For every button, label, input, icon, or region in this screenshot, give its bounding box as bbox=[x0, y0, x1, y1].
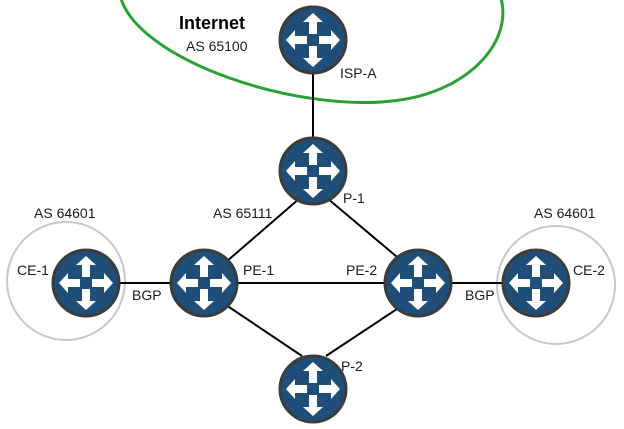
router-icon[interactable] bbox=[383, 248, 453, 318]
right-customer-as-label: AS 64601 bbox=[534, 205, 596, 221]
bgp-right-label: BGP bbox=[465, 287, 495, 303]
left-customer-as-label: AS 64601 bbox=[34, 205, 96, 221]
internet-as-label: AS 65100 bbox=[186, 38, 248, 54]
router-icon[interactable] bbox=[169, 248, 239, 318]
link-p1-pe1 bbox=[225, 197, 301, 263]
ce1-label: CE-1 bbox=[17, 262, 49, 278]
pe1-label: PE-1 bbox=[243, 262, 274, 278]
router-icon[interactable] bbox=[278, 5, 348, 75]
internet-title: Internet bbox=[179, 13, 245, 33]
p2-label: P-2 bbox=[341, 358, 363, 374]
router-icon[interactable] bbox=[501, 248, 571, 318]
core-as-label: AS 65111 bbox=[213, 205, 273, 221]
link-p1-pe2 bbox=[326, 197, 404, 263]
isp-a-label: ISP-A bbox=[340, 65, 377, 81]
router-icon[interactable] bbox=[278, 136, 348, 206]
ce1-site-boundary bbox=[6, 221, 126, 341]
bgp-left-label: BGP bbox=[132, 287, 162, 303]
router-icon[interactable] bbox=[278, 354, 348, 424]
ce2-label: CE-2 bbox=[573, 262, 605, 278]
internet-boundary bbox=[120, 0, 505, 104]
p1-label: P-1 bbox=[343, 190, 365, 206]
pe2-label: PE-2 bbox=[346, 262, 377, 278]
router-icon[interactable] bbox=[51, 248, 121, 318]
ce2-site-boundary bbox=[496, 225, 616, 345]
link-pe1-p2 bbox=[225, 304, 303, 357]
link-pe2-p2 bbox=[325, 304, 404, 357]
